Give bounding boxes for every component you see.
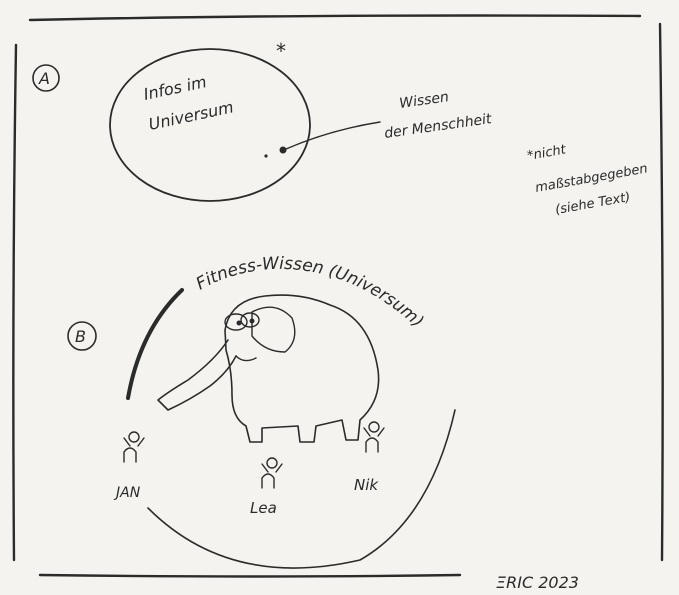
elephant-body (225, 295, 379, 442)
footnote: *nicht maßstabgegeben (siehe Text) (526, 142, 649, 218)
person-lea-label: Lea (250, 499, 277, 517)
footnote-line2: maßstabgegeben (534, 161, 649, 196)
human-knowledge-dot (280, 147, 287, 154)
person-jan-label: JAN (113, 485, 141, 501)
panel-a-label: A (38, 69, 50, 88)
person-lea-head (267, 458, 277, 468)
person-nik-label: Nik (354, 476, 379, 494)
elephant-illustration (158, 295, 379, 442)
elephant-ear (252, 307, 295, 352)
human-knowledge-label-line1: Wissen (398, 89, 450, 112)
elephant-eye-left (225, 314, 247, 330)
elephant-mouth (236, 356, 256, 361)
signature: ΞRIC 2023 (496, 573, 579, 592)
universe-label-line1: Infos im (142, 72, 208, 104)
person-jan-head (129, 432, 139, 442)
elephant-pupil-left (237, 321, 242, 326)
footnote-line1: *nicht (526, 142, 568, 164)
human-knowledge-label-line2: der Menschheit (383, 111, 493, 142)
fitness-arc-bottom (148, 410, 455, 568)
footnote-line3: (siehe Text) (554, 190, 631, 218)
panel-b: B Fitness-Wissen (Universum) JAN L (68, 254, 455, 568)
panel-a: A * Infos im Universum Wissen der Mensch… (33, 39, 493, 201)
fitness-arc-left (128, 290, 182, 398)
frame (13, 16, 662, 577)
elephant-pupil-right (250, 319, 255, 324)
small-dot (264, 154, 267, 157)
pointer-line (286, 122, 380, 149)
person-jan: JAN (113, 432, 144, 501)
person-lea: Lea (250, 458, 282, 517)
universe-circle (110, 49, 310, 201)
person-nik-head (369, 422, 379, 432)
asterisk-mark: * (276, 39, 286, 63)
panel-b-label: B (75, 327, 86, 346)
elephant-trunk (158, 340, 236, 410)
universe-label-line2: Universum (147, 97, 235, 134)
